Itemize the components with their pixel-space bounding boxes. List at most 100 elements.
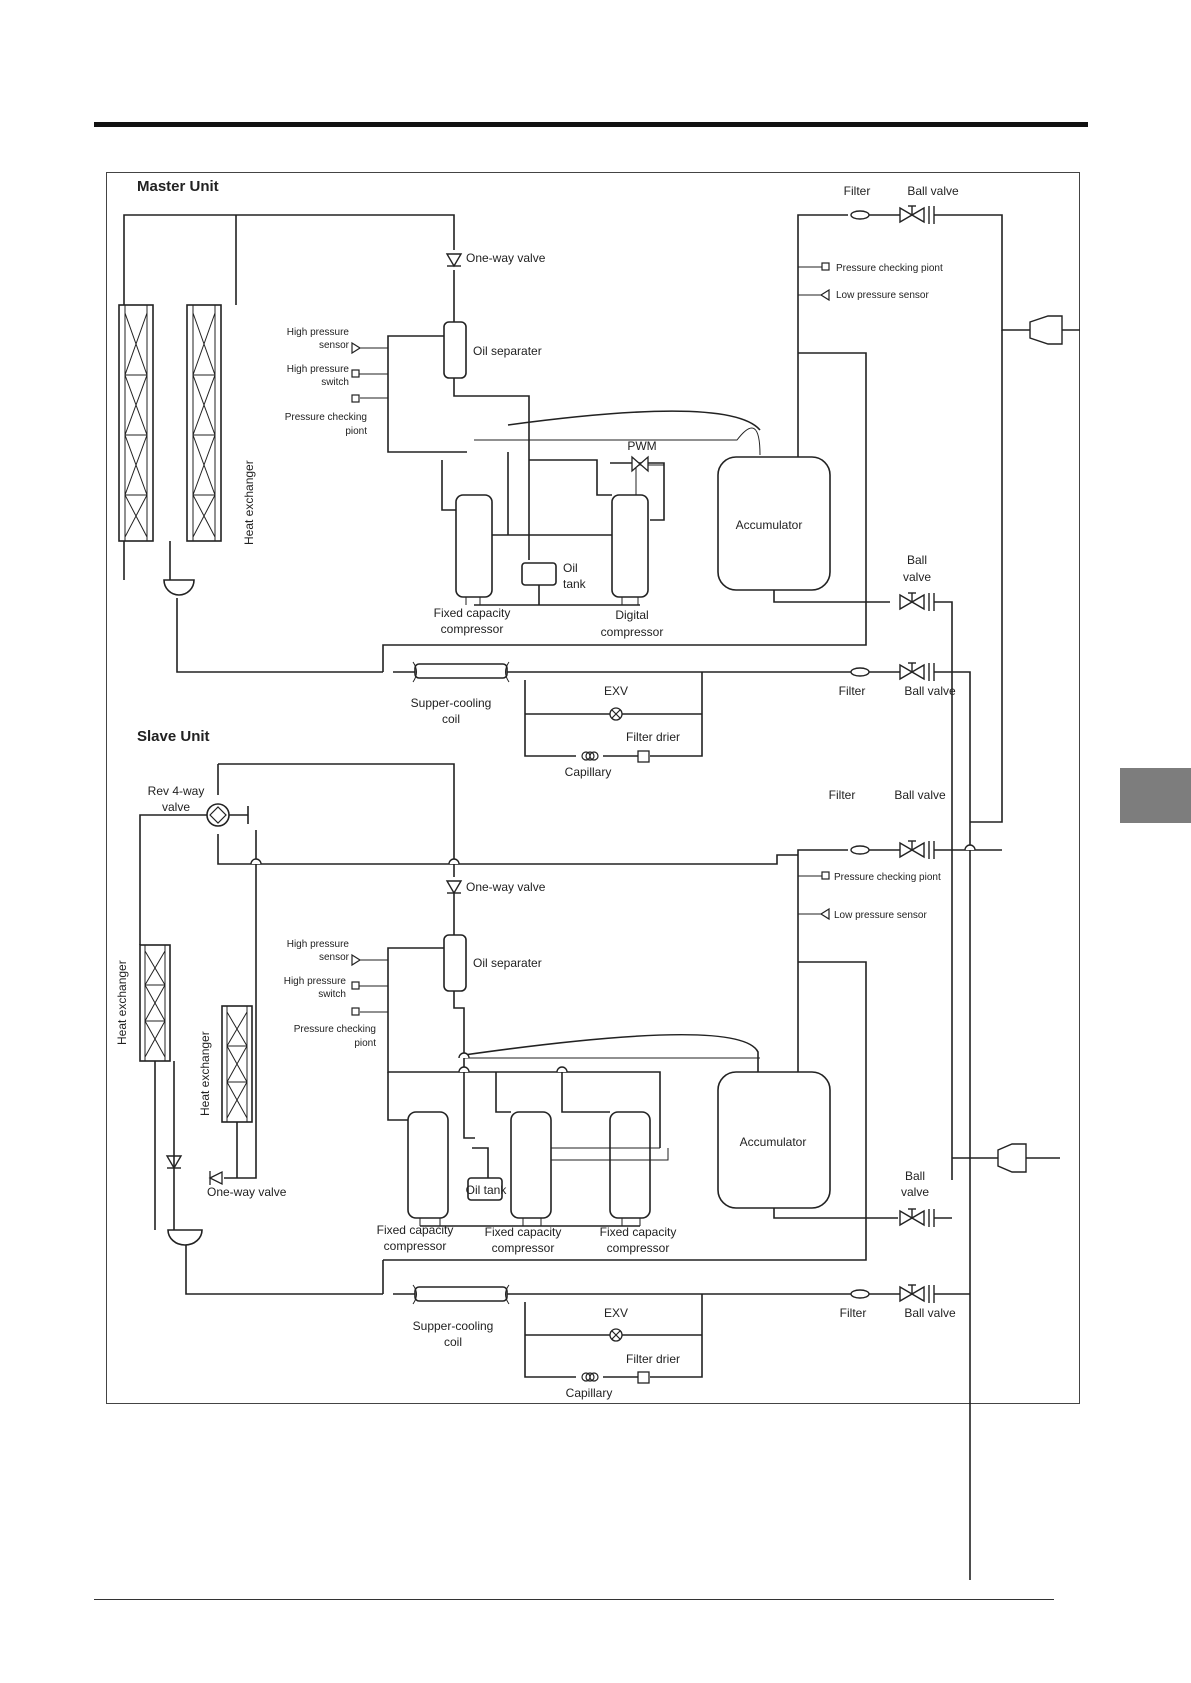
master-capillary-label: Capillary: [565, 765, 612, 779]
slave-oil-tank-label: Oil tank: [466, 1183, 508, 1197]
slave-ball-valve-mid-label-2: valve: [901, 1185, 929, 1199]
master-oil-separator-label: Oil separater: [473, 344, 542, 358]
master-filter-drier-icon: [637, 750, 650, 763]
master-gas-connector: [1029, 315, 1063, 345]
master-hp-sensor-label-1: High pressure: [287, 327, 350, 338]
master-pwm-label: PWM: [627, 439, 656, 453]
master-oil-tank-label-1: Oil: [563, 561, 578, 575]
slave-fixed-compressor-2-label-1: Fixed capacity: [485, 1225, 562, 1239]
master-ball-valve-low-label: Ball valve: [904, 684, 956, 698]
slave-oil-separator-label: Oil separater: [473, 956, 542, 970]
slave-ball-valve-low-label: Ball valve: [904, 1306, 956, 1320]
slave-filter-top-label: Filter: [829, 788, 856, 802]
master-filter-top-label: Filter: [844, 184, 871, 198]
slave-filter-drier-icon: [637, 1371, 650, 1384]
master-pcp-icon: [351, 394, 360, 403]
master-filter-drier-label: Filter drier: [626, 730, 680, 744]
slave-pcp-label-1: Pressure checking: [294, 1024, 376, 1035]
master-fixed-compressor-label-2: compressor: [441, 622, 504, 636]
master-hp-sensor-label-2: sensor: [319, 340, 350, 351]
slave-hp-sensor-icon: [351, 953, 362, 967]
slave-filter-top-icon: [850, 845, 870, 855]
slave-lp-sensor-label: Low pressure sensor: [834, 910, 927, 921]
slave-one-way-valve-low-label: One-way valve: [207, 1185, 287, 1199]
master-pcp-right-icon: [821, 262, 830, 271]
slave-filter-low-icon: [850, 1289, 870, 1299]
slave-fixed-compressor-1: [407, 1111, 449, 1219]
master-fixed-compressor: [455, 494, 493, 598]
slave-filter-drier-label: Filter drier: [626, 1352, 680, 1366]
slave-rev-valve-label-1: Rev 4-way: [148, 784, 205, 798]
slave-heat-exchanger-2: [221, 1005, 253, 1123]
slave-rev-valve-label-2: valve: [162, 800, 190, 814]
master-pwm-valve-icon: [631, 455, 649, 473]
master-digital-compressor-label-1: Digital: [615, 608, 648, 622]
slave-fixed-compressor-3-label-1: Fixed capacity: [600, 1225, 677, 1239]
master-oil-tank: [521, 562, 557, 586]
master-lp-sensor-label: Low pressure sensor: [836, 290, 929, 301]
slave-supercooling-coil: [414, 1286, 508, 1302]
slave-oil-tank: [467, 1177, 503, 1201]
master-supercooling-label-1: Supper-cooling: [411, 696, 492, 710]
slave-hp-switch-label-1: High pressure: [284, 976, 347, 987]
master-lp-sensor-icon: [819, 288, 830, 302]
slave-gas-connector: [997, 1143, 1027, 1173]
master-exv-icon: [609, 707, 623, 721]
slave-fixed-compressor-3: [609, 1111, 651, 1219]
slave-one-way-valve-icon: [446, 880, 462, 894]
slave-pcp-right-label: Pressure checking piont: [834, 872, 941, 883]
slave-hp-sensor-label-2: sensor: [319, 952, 350, 963]
master-ball-valve-mid-label-2: valve: [903, 570, 931, 584]
slave-fixed-compressor-2: [510, 1111, 552, 1219]
master-oil-separator: [443, 321, 467, 379]
slave-pcp-label-2: piont: [354, 1038, 376, 1049]
master-one-way-valve-icon: [446, 253, 462, 267]
slave-one-way-valve-low-icon: [208, 1170, 223, 1186]
master-hp-sensor-icon: [351, 341, 362, 355]
slave-exv-icon: [609, 1328, 623, 1342]
master-digital-compressor-label-2: compressor: [601, 625, 664, 639]
section-tab: [1120, 768, 1191, 823]
slave-fixed-compressor-1-label-1: Fixed capacity: [377, 1223, 454, 1237]
slave-heat-exchanger-1-label: Heat exchanger: [115, 960, 129, 1045]
master-hp-switch-label-2: switch: [321, 377, 349, 388]
master-filter-mid-label: Filter: [839, 684, 866, 698]
master-exv-label: EXV: [604, 684, 628, 698]
slave-fixed-compressor-3-label-2: compressor: [607, 1241, 670, 1255]
master-capillary-icon: [581, 751, 599, 761]
slave-distributor: [167, 1229, 203, 1246]
slave-ball-valve-top-label: Ball valve: [894, 788, 946, 802]
master-ball-valve-top-icon: [899, 205, 935, 225]
master-heat-exchanger: [118, 304, 222, 542]
slave-lp-sensor-icon: [819, 907, 830, 921]
master-supercooling-label-2: coil: [442, 712, 460, 726]
slave-hp-switch-label-2: switch: [318, 989, 346, 1000]
slave-filter-low-label: Filter: [840, 1306, 867, 1320]
slave-supercooling-label-1: Supper-cooling: [413, 1319, 494, 1333]
slave-pcp-right-icon: [821, 871, 830, 880]
master-heat-exchanger-label: Heat exchanger: [242, 460, 256, 545]
slave-ball-valve-mid-icon: [899, 1208, 935, 1228]
master-oil-tank-label-2: tank: [563, 577, 587, 591]
slave-one-way-valve-label: One-way valve: [466, 880, 546, 894]
slave-heat-exchanger-1: [139, 944, 171, 1062]
slave-pcp-icon: [351, 1007, 360, 1016]
slave-supercooling-label-2: coil: [444, 1335, 462, 1349]
master-unit-title: Master Unit: [137, 178, 219, 195]
slave-oil-separator: [443, 934, 467, 992]
slave-hp-sensor-label-1: High pressure: [287, 939, 350, 950]
footer-rule: [94, 1599, 1054, 1600]
master-ball-valve-mid-icon: [899, 592, 935, 612]
slave-ball-valve-mid-label-1: Ball: [905, 1169, 925, 1183]
slave-capillary-icon: [581, 1372, 599, 1382]
slave-fixed-compressor-2-label-2: compressor: [492, 1241, 555, 1255]
master-accumulator-label: Accumulator: [736, 518, 803, 532]
slave-hp-switch-icon: [351, 981, 360, 990]
master-distributor: [163, 579, 195, 596]
master-hp-switch-icon: [351, 369, 360, 378]
master-digital-compressor: [611, 494, 649, 598]
master-pcp-right-label: Pressure checking piont: [836, 263, 943, 274]
slave-fixed-compressor-1-label-2: compressor: [384, 1239, 447, 1253]
